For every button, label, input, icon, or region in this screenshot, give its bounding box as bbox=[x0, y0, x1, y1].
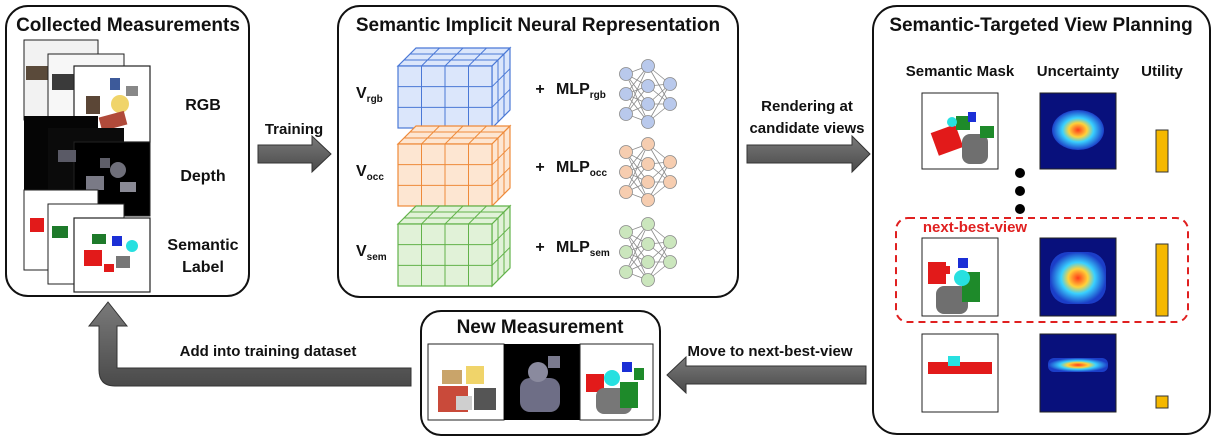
semantic-label-line2: Label bbox=[182, 259, 224, 276]
utility-bar-1 bbox=[1155, 129, 1169, 173]
add-label: Add into training dataset bbox=[180, 343, 357, 360]
mlp-label: MLPocc bbox=[556, 159, 607, 179]
mlp-label-sub: rgb bbox=[590, 90, 606, 101]
depth-label: Depth bbox=[180, 168, 225, 185]
mlp-label-main: MLP bbox=[556, 239, 590, 256]
sinr-row-occ: Vocc+MLPocc bbox=[356, 124, 677, 208]
semantic-mask-column-header: Semantic Mask bbox=[906, 63, 1015, 80]
candidate-view-2 bbox=[921, 237, 1117, 317]
block-arrow-icon bbox=[666, 355, 867, 395]
voxel-grid-label-main: V bbox=[356, 85, 367, 102]
voxel-grid-icon bbox=[396, 124, 512, 208]
sinr-panel: Semantic Implicit Neural Representation … bbox=[337, 5, 739, 298]
rendering-arrow: Rendering at candidate views bbox=[746, 98, 871, 174]
rgb-label: RGB bbox=[185, 97, 221, 114]
next-best-view-highlight bbox=[895, 217, 1189, 323]
voxel-grid-label-main: V bbox=[356, 243, 367, 260]
semantic-frame-stack bbox=[23, 189, 151, 293]
voxel-grid-label: Vsem bbox=[356, 243, 387, 263]
training-arrow: Training bbox=[257, 121, 332, 174]
mlp-label-main: MLP bbox=[556, 81, 590, 98]
utility-bar-2 bbox=[1155, 243, 1169, 317]
block-arrow-icon bbox=[746, 134, 871, 174]
block-arrow-icon bbox=[87, 301, 412, 387]
add-to-dataset-arrow: Add into training dataset bbox=[87, 301, 412, 387]
uncertainty-column-header: Uncertainty bbox=[1037, 63, 1120, 80]
collected-measurements-panel: Collected Measurements bbox=[5, 5, 250, 297]
neural-network-icon bbox=[619, 217, 677, 287]
mlp-label-sub: occ bbox=[590, 168, 608, 179]
new-semantic-image bbox=[579, 343, 654, 421]
block-arrow-icon bbox=[257, 134, 332, 174]
plus-sign: + bbox=[535, 159, 544, 176]
mlp-label-sub: sem bbox=[590, 248, 610, 259]
sinr-title: Semantic Implicit Neural Representation bbox=[356, 15, 720, 36]
semantic-label-line1: Semantic bbox=[167, 237, 238, 254]
mlp-label: MLPsem bbox=[556, 239, 610, 259]
utility-bar-3 bbox=[1155, 395, 1169, 409]
mlp-label-main: MLP bbox=[556, 159, 590, 176]
voxel-grid-icon bbox=[396, 204, 512, 288]
utility-column-header: Utility bbox=[1141, 63, 1183, 80]
plus-sign: + bbox=[535, 81, 544, 98]
neural-network-icon bbox=[619, 59, 677, 129]
voxel-grid-label: Vrgb bbox=[356, 85, 383, 105]
voxel-grid-label-sub: rgb bbox=[367, 94, 383, 105]
new-measurement-panel: New Measurement bbox=[420, 310, 661, 436]
mlp-label: MLPrgb bbox=[556, 81, 606, 101]
training-label: Training bbox=[265, 121, 323, 138]
move-arrow: Move to next-best-view bbox=[666, 343, 867, 395]
rendering-label-line2: candidate views bbox=[749, 120, 864, 137]
rendering-label-line1: Rendering at bbox=[761, 98, 853, 115]
next-best-view-label: next-best-view bbox=[923, 219, 1028, 236]
voxel-grid-label-sub: sem bbox=[367, 252, 387, 263]
sinr-row-rgb: Vrgb+MLPrgb bbox=[356, 46, 677, 130]
sinr-row-sem: Vsem+MLPsem bbox=[356, 204, 677, 288]
voxel-grid-label: Vocc bbox=[356, 163, 384, 183]
move-label: Move to next-best-view bbox=[687, 343, 852, 360]
voxel-grid-icon bbox=[396, 46, 512, 130]
ellipsis-dot-icon bbox=[1015, 168, 1025, 178]
candidate-view-1 bbox=[921, 92, 1117, 170]
utility-bars bbox=[1155, 129, 1169, 409]
neural-network-icon bbox=[619, 137, 677, 207]
ellipsis-dot-icon bbox=[1015, 186, 1025, 196]
plus-sign: + bbox=[535, 239, 544, 256]
view-planning-title: Semantic-Targeted View Planning bbox=[889, 15, 1192, 36]
candidate-view-3 bbox=[921, 333, 1117, 413]
new-measurement-title: New Measurement bbox=[457, 317, 625, 338]
collected-measurements-title: Collected Measurements bbox=[16, 15, 240, 36]
ellipsis-dot-icon bbox=[1015, 204, 1025, 214]
new-depth-image bbox=[504, 344, 580, 420]
rgb-frame-stack bbox=[23, 39, 151, 143]
voxel-grid-label-sub: occ bbox=[367, 172, 385, 183]
voxel-grid-label-main: V bbox=[356, 163, 367, 180]
view-planning-panel: Semantic-Targeted View Planning Semantic… bbox=[872, 5, 1211, 435]
new-rgb-image bbox=[427, 343, 505, 421]
